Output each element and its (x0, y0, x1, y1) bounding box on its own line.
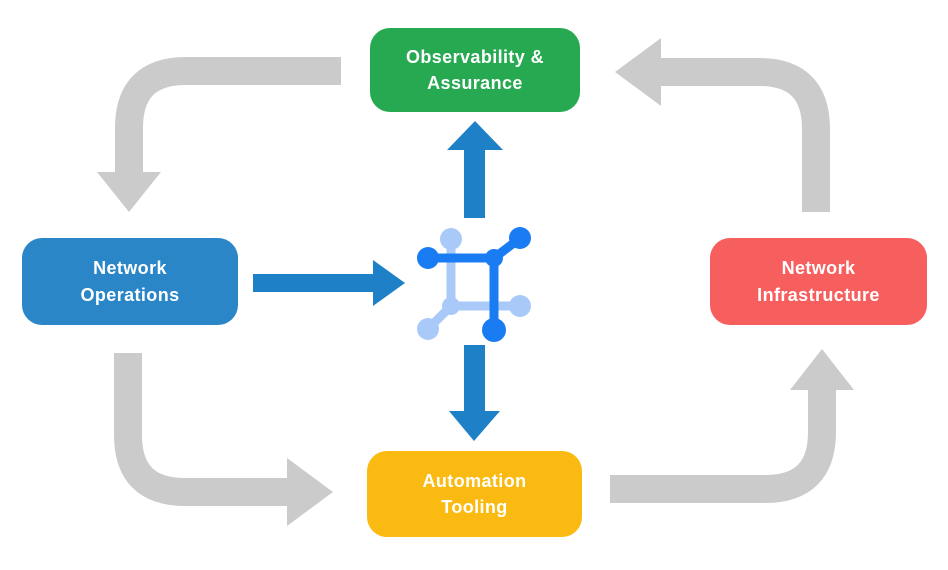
arrow-head-left-icon (615, 38, 661, 106)
arrow-shaft (661, 58, 830, 212)
arrow-automation-to-infrastructure (610, 349, 854, 503)
icon-node-top-right (509, 227, 531, 249)
arrow-head-down-icon (449, 411, 500, 441)
arrow-shaft (115, 57, 341, 174)
node-operations-label: Network Operations (80, 258, 180, 305)
arrow-icon-to-automation (449, 345, 500, 441)
arrow-head-up-icon (447, 121, 503, 150)
icon-node-bottom (482, 318, 506, 342)
icon-node-left (417, 247, 439, 269)
node-observability-assurance: Observability & Assurance (370, 28, 580, 112)
arrow-shaft (610, 390, 836, 503)
icon-node-bottom-left (417, 318, 439, 340)
arrow-operations-to-automation (114, 353, 333, 526)
arrow-head-down-icon (97, 172, 161, 212)
arrow-infrastructure-to-observability (615, 38, 830, 212)
node-network-operations: Network Operations (22, 238, 238, 325)
arrow-shaft (114, 353, 287, 506)
icon-junction-top-right (485, 249, 503, 267)
arrow-head-up-icon (790, 349, 854, 390)
arrow-shaft (464, 345, 485, 413)
icon-node-top (440, 228, 462, 250)
arrow-shaft (464, 146, 485, 218)
icon-junction-bottom-left (442, 297, 460, 315)
arrow-observability-to-operations (97, 57, 341, 212)
node-network-infrastructure: Network Infrastructure (710, 238, 927, 325)
network-node-icon (417, 227, 531, 342)
arrow-icon-to-observability (447, 121, 503, 218)
node-automation-label: Automation Tooling (422, 470, 527, 517)
arrow-operations-to-icon (253, 260, 405, 306)
arrow-head-right-icon (287, 458, 333, 526)
arrow-shaft (253, 274, 373, 292)
node-automation-tooling: Automation Tooling (367, 451, 582, 537)
node-infrastructure-label: Network Infrastructure (757, 258, 880, 305)
node-observability-label: Observability & Assurance (405, 46, 545, 93)
icon-node-right (509, 295, 531, 317)
arrow-head-right-icon (373, 260, 405, 306)
